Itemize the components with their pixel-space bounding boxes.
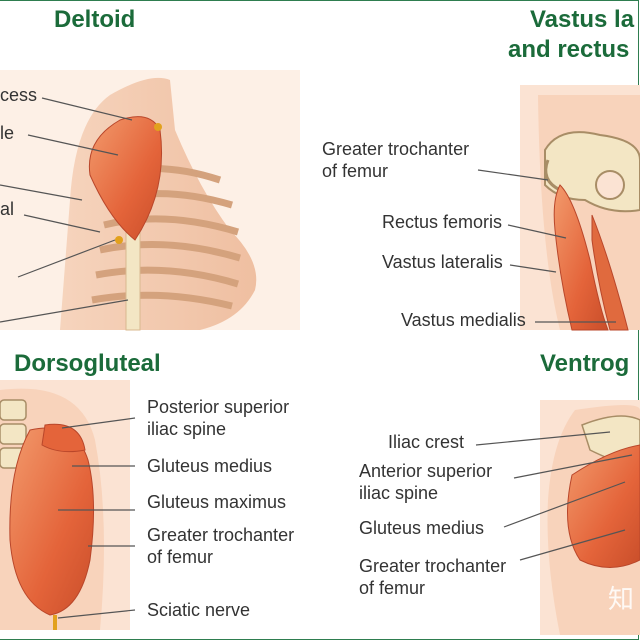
vastus-label-trochanter-2: of femur bbox=[322, 161, 389, 181]
dorsogluteal-illustration bbox=[0, 380, 136, 630]
ventro-leader-lines bbox=[475, 431, 633, 561]
vastus-label-vastus-medialis: Vastus medialis bbox=[401, 310, 526, 330]
dorso-label-trochanter-2: of femur bbox=[147, 547, 214, 567]
deltoid-label-anatomical: al bbox=[0, 199, 15, 219]
title-deltoid: Deltoid bbox=[54, 6, 136, 33]
deltoid-muscle bbox=[88, 116, 163, 241]
acromion-marker bbox=[154, 123, 162, 131]
title-vastus-line1: Vastus la bbox=[530, 6, 635, 33]
vastus-medialis-muscle bbox=[591, 214, 629, 331]
title-dorsogluteal: Dorsogluteal bbox=[14, 350, 161, 377]
vastus-illustration bbox=[477, 85, 640, 331]
ventro-label-gluteus-medius: Gluteus medius bbox=[359, 518, 485, 538]
vastus-label-trochanter-1: Greater trochanter bbox=[322, 139, 470, 159]
title-vastus-line2: and rectus bbox=[508, 36, 630, 63]
gluteus-medius-muscle bbox=[41, 423, 86, 453]
deltoid-leader-lines bbox=[0, 97, 133, 323]
ventrogluteal-illustration bbox=[475, 400, 640, 635]
vastus-label-rectus-femoris: Rectus femoris bbox=[382, 212, 503, 232]
gluteus-medius-ventro-muscle bbox=[567, 444, 640, 568]
dorso-label-psis-2: iliac spine bbox=[147, 419, 227, 439]
dorso-label-gluteus-medius: Gluteus medius bbox=[147, 456, 273, 476]
dorso-label-psis-1: Posterior superior bbox=[147, 397, 290, 417]
ventro-label-trochanter-1: Greater trochanter bbox=[359, 556, 507, 576]
ventro-label-iliac-crest: Iliac crest bbox=[388, 432, 465, 452]
ventro-label-trochanter-2: of femur bbox=[359, 578, 426, 598]
title-ventrogluteal: Ventrog bbox=[540, 350, 630, 377]
gluteus-maximus-muscle bbox=[9, 427, 95, 616]
dorso-label-gluteus-maximus: Gluteus maximus bbox=[147, 492, 287, 512]
dorso-label-sciatic-nerve: Sciatic nerve bbox=[147, 600, 251, 620]
vastus-label-vastus-lateralis: Vastus lateralis bbox=[382, 252, 503, 272]
dorso-leader-lines bbox=[57, 417, 136, 619]
rectus-femoris-muscle bbox=[553, 184, 609, 331]
deltoid-label-muscle: le bbox=[0, 123, 15, 143]
vastus-leader-lines bbox=[477, 169, 616, 323]
dorso-label-trochanter-1: Greater trochanter bbox=[147, 525, 295, 545]
deltoid-illustration bbox=[0, 70, 300, 331]
insertion-marker bbox=[115, 236, 123, 244]
ventro-label-asis-2: iliac spine bbox=[359, 483, 439, 503]
watermark: 知 bbox=[607, 585, 634, 615]
ventro-label-asis-1: Anterior superior bbox=[359, 461, 493, 481]
deltoid-label-acromion: cess bbox=[0, 85, 38, 105]
